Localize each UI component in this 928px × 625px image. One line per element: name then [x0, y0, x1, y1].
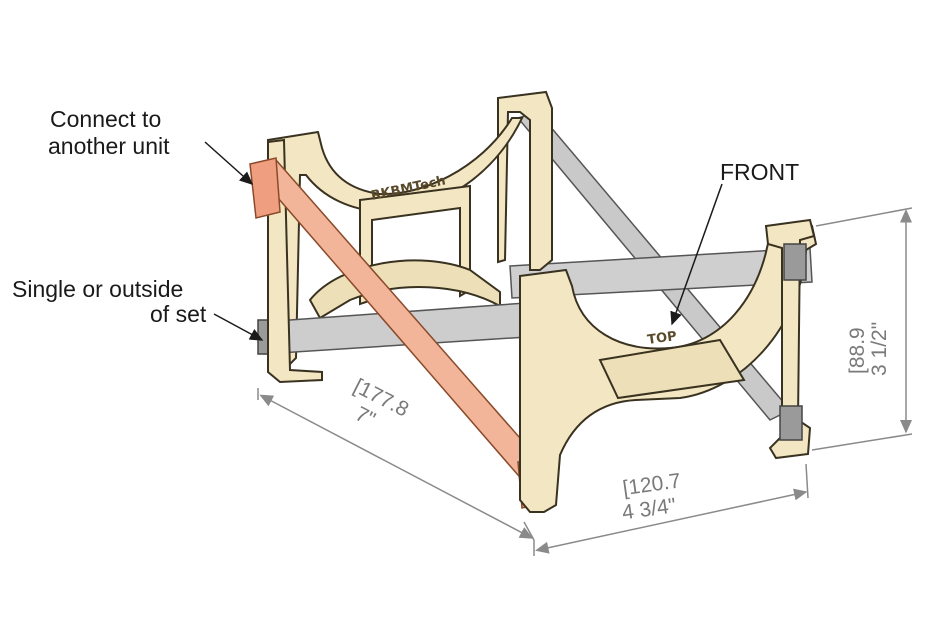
callout-front-label: FRONT: [720, 159, 799, 185]
dimension-length: [177.8 7": [257, 375, 535, 541]
top-emboss: TOP: [646, 329, 677, 348]
callout-single-line2: of set: [150, 301, 207, 327]
callout-connect-line1: Connect to: [50, 106, 161, 132]
callout-single-line1: Single or outside: [12, 276, 183, 302]
right-strap-caps: [779, 243, 807, 441]
dimension-height-in: 3 1/2": [868, 322, 891, 376]
front-right-frame: [519, 218, 818, 513]
callout-connect: Connect to another unit: [48, 106, 254, 185]
dimension-height: [88.9 3 1/2": [811, 207, 913, 451]
callout-connect-line2: another unit: [48, 133, 170, 159]
back-left-frame: [266, 90, 553, 367]
callout-connect-leader: [204, 141, 254, 185]
rear-horizontal-strap: [509, 247, 813, 299]
dimension-width: [120.7 4 3/4": [533, 463, 809, 556]
callout-single: Single or outside of set: [12, 276, 264, 341]
callout-single-leader: [213, 313, 264, 341]
callout-front: FRONT: [670, 159, 799, 326]
callout-front-leader: [670, 183, 723, 326]
dimension-height-mm: [88.9: [846, 327, 869, 374]
top-emboss-text: TOP: [646, 329, 677, 348]
